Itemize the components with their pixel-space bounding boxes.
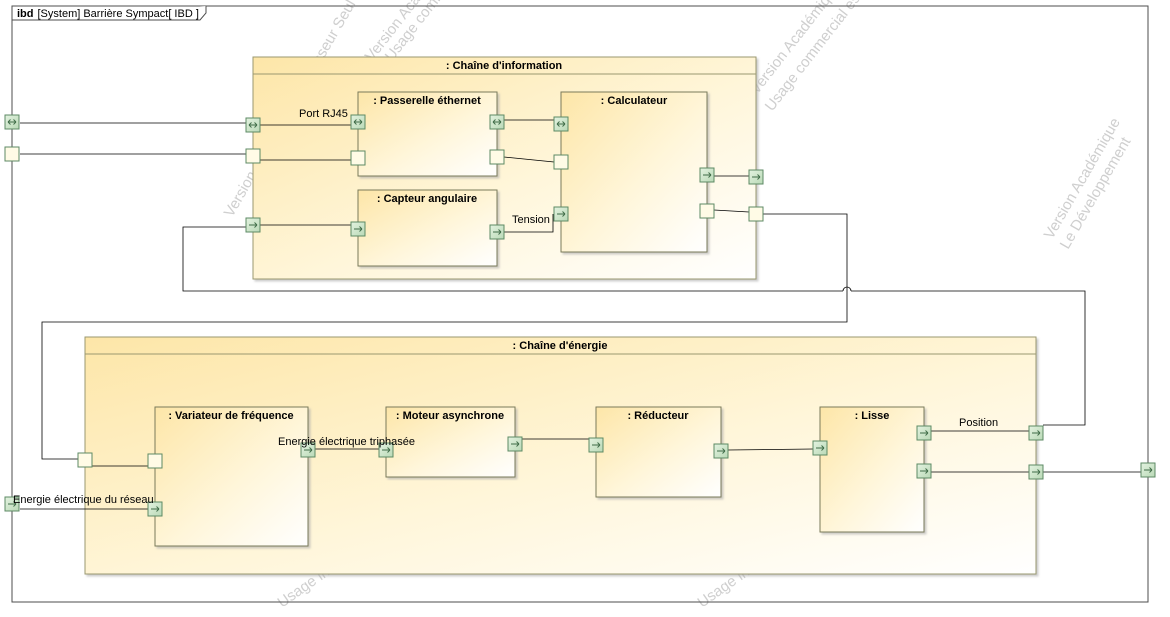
port-flow-out[interactable] <box>713 443 729 459</box>
port-flow-in[interactable] <box>147 501 163 517</box>
port-empty[interactable] <box>77 452 93 468</box>
port-bidirectional[interactable] <box>4 114 20 130</box>
frame-title: ibd [System] Barrière Sympact[ IBD ] <box>17 8 199 20</box>
watermark-text: Version Académique Professeur Seul <box>747 0 913 97</box>
motor-title: : Moteur asynchrone <box>396 410 504 422</box>
connector-line[interactable] <box>851 290 1086 426</box>
port-flow-out[interactable] <box>916 425 932 441</box>
sensor-title: : Capteur angulaire <box>377 193 477 205</box>
slide-title: : Lisse <box>855 410 890 422</box>
computer-title: : Calculateur <box>601 95 668 107</box>
port-empty[interactable] <box>350 150 366 166</box>
port-empty[interactable] <box>553 154 569 170</box>
port-empty[interactable] <box>245 148 261 164</box>
port-empty[interactable] <box>699 203 715 219</box>
connector-line[interactable] <box>182 226 843 292</box>
port-bidirectional[interactable] <box>350 114 366 130</box>
frame-name: [System] Barrière Sympact[ IBD ] <box>38 8 199 20</box>
port-flow-out[interactable] <box>489 224 505 240</box>
label-tension: Tension <box>512 214 550 226</box>
energy-chain-title: : Chaîne d'énergie <box>513 340 608 352</box>
gateway-title: : Passerelle éthernet <box>373 95 481 107</box>
reducer-title: : Réducteur <box>627 410 689 422</box>
label-three-phase: Energie électrique triphasée <box>278 436 415 448</box>
port-empty[interactable] <box>489 149 505 165</box>
port-bidirectional[interactable] <box>489 114 505 130</box>
port-empty[interactable] <box>748 206 764 222</box>
port-flow-out[interactable] <box>245 217 261 233</box>
port-flow-in[interactable] <box>378 442 394 458</box>
port-flow-out[interactable] <box>748 169 764 185</box>
connector-line[interactable] <box>41 213 848 460</box>
port-flow-out[interactable] <box>300 442 316 458</box>
label-position: Position <box>959 417 998 429</box>
connector-line[interactable] <box>713 209 750 213</box>
block-computer[interactable]: : Calculateur <box>560 91 708 253</box>
port-flow-in[interactable] <box>588 437 604 453</box>
port-flow-in[interactable] <box>812 440 828 456</box>
block-slide[interactable]: : Lisse <box>819 406 925 533</box>
port-flow-in[interactable] <box>350 221 366 237</box>
connector-line[interactable] <box>727 448 814 451</box>
flow-labels: Port RJ45 Tension Energie électrique tri… <box>13 108 998 506</box>
block-sensor[interactable]: : Capteur angulaire <box>357 189 498 267</box>
port-bidirectional[interactable] <box>245 117 261 133</box>
info-chain-title: : Chaîne d'information <box>446 60 563 72</box>
port-flow-out[interactable] <box>1028 464 1044 480</box>
port-flow-out[interactable] <box>699 167 715 183</box>
port-flow-in[interactable] <box>4 496 20 512</box>
port-flow-in[interactable] <box>553 206 569 222</box>
label-mains: Energie électrique du réseau <box>13 494 154 506</box>
ports <box>4 114 1156 517</box>
label-rj45: Port RJ45 <box>299 108 348 120</box>
connectors <box>20 119 1141 510</box>
block-gateway[interactable]: : Passerelle éthernet <box>357 91 498 177</box>
block-drive[interactable]: : Variateur de fréquence <box>154 406 309 547</box>
block-reducer[interactable]: : Réducteur <box>595 406 722 498</box>
port-flow-out[interactable] <box>1028 425 1044 441</box>
ibd-frame: ibd [System] Barrière Sympact[ IBD ] <box>11 5 1149 603</box>
drive-title: : Variateur de fréquence <box>168 410 293 422</box>
port-flow-out[interactable] <box>507 436 523 452</box>
port-flow-out[interactable] <box>1140 462 1156 478</box>
port-empty[interactable] <box>147 453 163 469</box>
port-bidirectional[interactable] <box>553 116 569 132</box>
port-empty[interactable] <box>4 146 20 162</box>
port-flow-out[interactable] <box>916 463 932 479</box>
connector-line[interactable] <box>504 214 554 233</box>
connector-line[interactable] <box>503 156 555 163</box>
frame-kind: ibd <box>17 8 34 20</box>
